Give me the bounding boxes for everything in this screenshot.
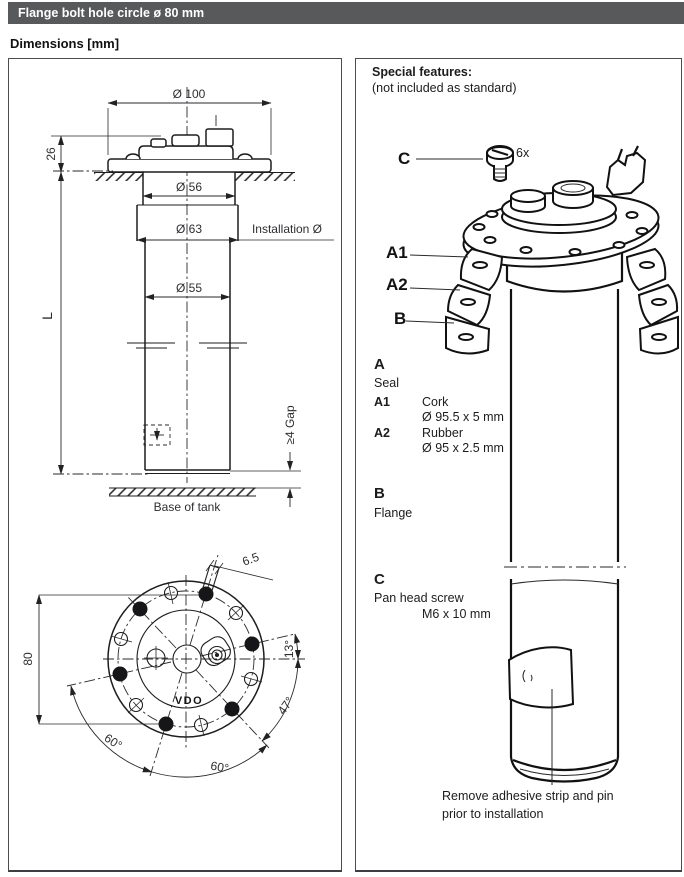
label-angle-60-left: 60° — [102, 731, 125, 753]
screw-count: 6x — [516, 146, 530, 160]
legend-a1-material: Cork — [422, 395, 449, 409]
tank-base: Base of tank — [109, 487, 256, 514]
dimensions-drawing: Ø 100 26 — [21, 87, 334, 778]
label-angle-13: 13° — [282, 640, 296, 658]
dim-slot-6-5: 6.5 — [201, 550, 274, 595]
special-features-panel: Special features: (not included as stand… — [355, 58, 682, 872]
tube-drawing — [127, 172, 247, 475]
legend-c-label: Pan head screw — [374, 591, 464, 605]
label-angle-47: 47° — [275, 694, 297, 717]
install-note-line2: prior to installation — [442, 807, 544, 821]
float-arm-pivot — [200, 636, 231, 667]
label-dia-55: Ø 55 — [176, 281, 202, 295]
callout-a1: A1 — [386, 243, 408, 262]
label-gap: ≥4 Gap — [283, 405, 297, 445]
dim-dia-55: Ø 55 — [144, 281, 231, 301]
special-features-subtitle: (not included as standard) — [372, 81, 517, 95]
label-angle-60-bottom: 60° — [210, 759, 230, 776]
label-slot-width: 6.5 — [240, 550, 261, 569]
bolt-holes-filled — [112, 586, 260, 732]
special-features-title: Special features: — [372, 65, 473, 79]
legend-a2-material: Rubber — [422, 426, 463, 440]
adhesive-strip — [507, 646, 575, 709]
install-note-line1: Remove adhesive strip and pin — [442, 789, 614, 803]
pan-head-screw-drawing — [486, 145, 514, 182]
special-features-drawing — [405, 145, 679, 785]
connector-clip — [605, 145, 647, 197]
legend-a2-size: Ø 95 x 2.5 mm — [422, 441, 504, 455]
dim-dia-100: Ø 100 — [107, 87, 272, 155]
callout-leaders — [405, 158, 553, 785]
dim-angles: 13° 47° 60° 60° — [70, 633, 302, 778]
section-title-bar: Flange bolt hole circle ø 80 mm — [8, 2, 684, 24]
legend-c-size: M6 x 10 mm — [422, 607, 491, 621]
section-title: Flange bolt hole circle ø 80 mm — [18, 6, 205, 20]
callout-b: B — [394, 309, 407, 328]
dim-bolt-circle-80: 80 — [21, 594, 199, 725]
dim-dia-63: Ø 63 Installation Ø — [136, 222, 334, 244]
label-base-of-tank: Base of tank — [154, 500, 222, 514]
label-dia-100: Ø 100 — [173, 87, 206, 101]
sender-tube-iso — [504, 243, 626, 783]
label-dia-63: Ø 63 — [176, 222, 202, 236]
label-installation-dia: Installation Ø — [252, 222, 322, 236]
label-26: 26 — [44, 147, 58, 161]
dim-length-L: L — [39, 171, 149, 475]
legend-a2-key: A2 — [374, 426, 390, 440]
dim-gap: ≥4 Gap — [230, 405, 301, 507]
dimensions-panel: Ø 100 26 — [8, 58, 342, 872]
label-bolt-circle: 80 — [21, 652, 35, 666]
seal-stack-right — [625, 247, 679, 355]
legend-b-key: B — [374, 485, 385, 502]
legend-a-key: A — [374, 356, 385, 373]
tank-top-hatch — [94, 171, 295, 181]
dimensions-heading: Dimensions [mm] — [10, 36, 120, 51]
label-dia-56: Ø 56 — [176, 180, 202, 194]
label-length: L — [39, 312, 55, 320]
legend-c-key: C — [374, 571, 385, 588]
dim-26: 26 — [44, 135, 161, 173]
internal-component — [143, 424, 171, 446]
legend-b-label: Flange — [374, 506, 413, 520]
callout-c: C — [398, 149, 411, 168]
flange-iso — [462, 145, 660, 268]
dim-dia-56: Ø 56 — [142, 180, 236, 200]
legend-a-label: Seal — [374, 376, 400, 390]
seal-stack-left — [445, 247, 504, 355]
sender-head-drawing — [107, 128, 272, 173]
legend-a1-size: Ø 95.5 x 5 mm — [422, 410, 504, 424]
flange-top-view: VDO — [21, 550, 305, 778]
vdo-logo: VDO — [175, 695, 203, 707]
callout-a2: A2 — [386, 275, 408, 294]
legend-a1-key: A1 — [374, 395, 390, 409]
